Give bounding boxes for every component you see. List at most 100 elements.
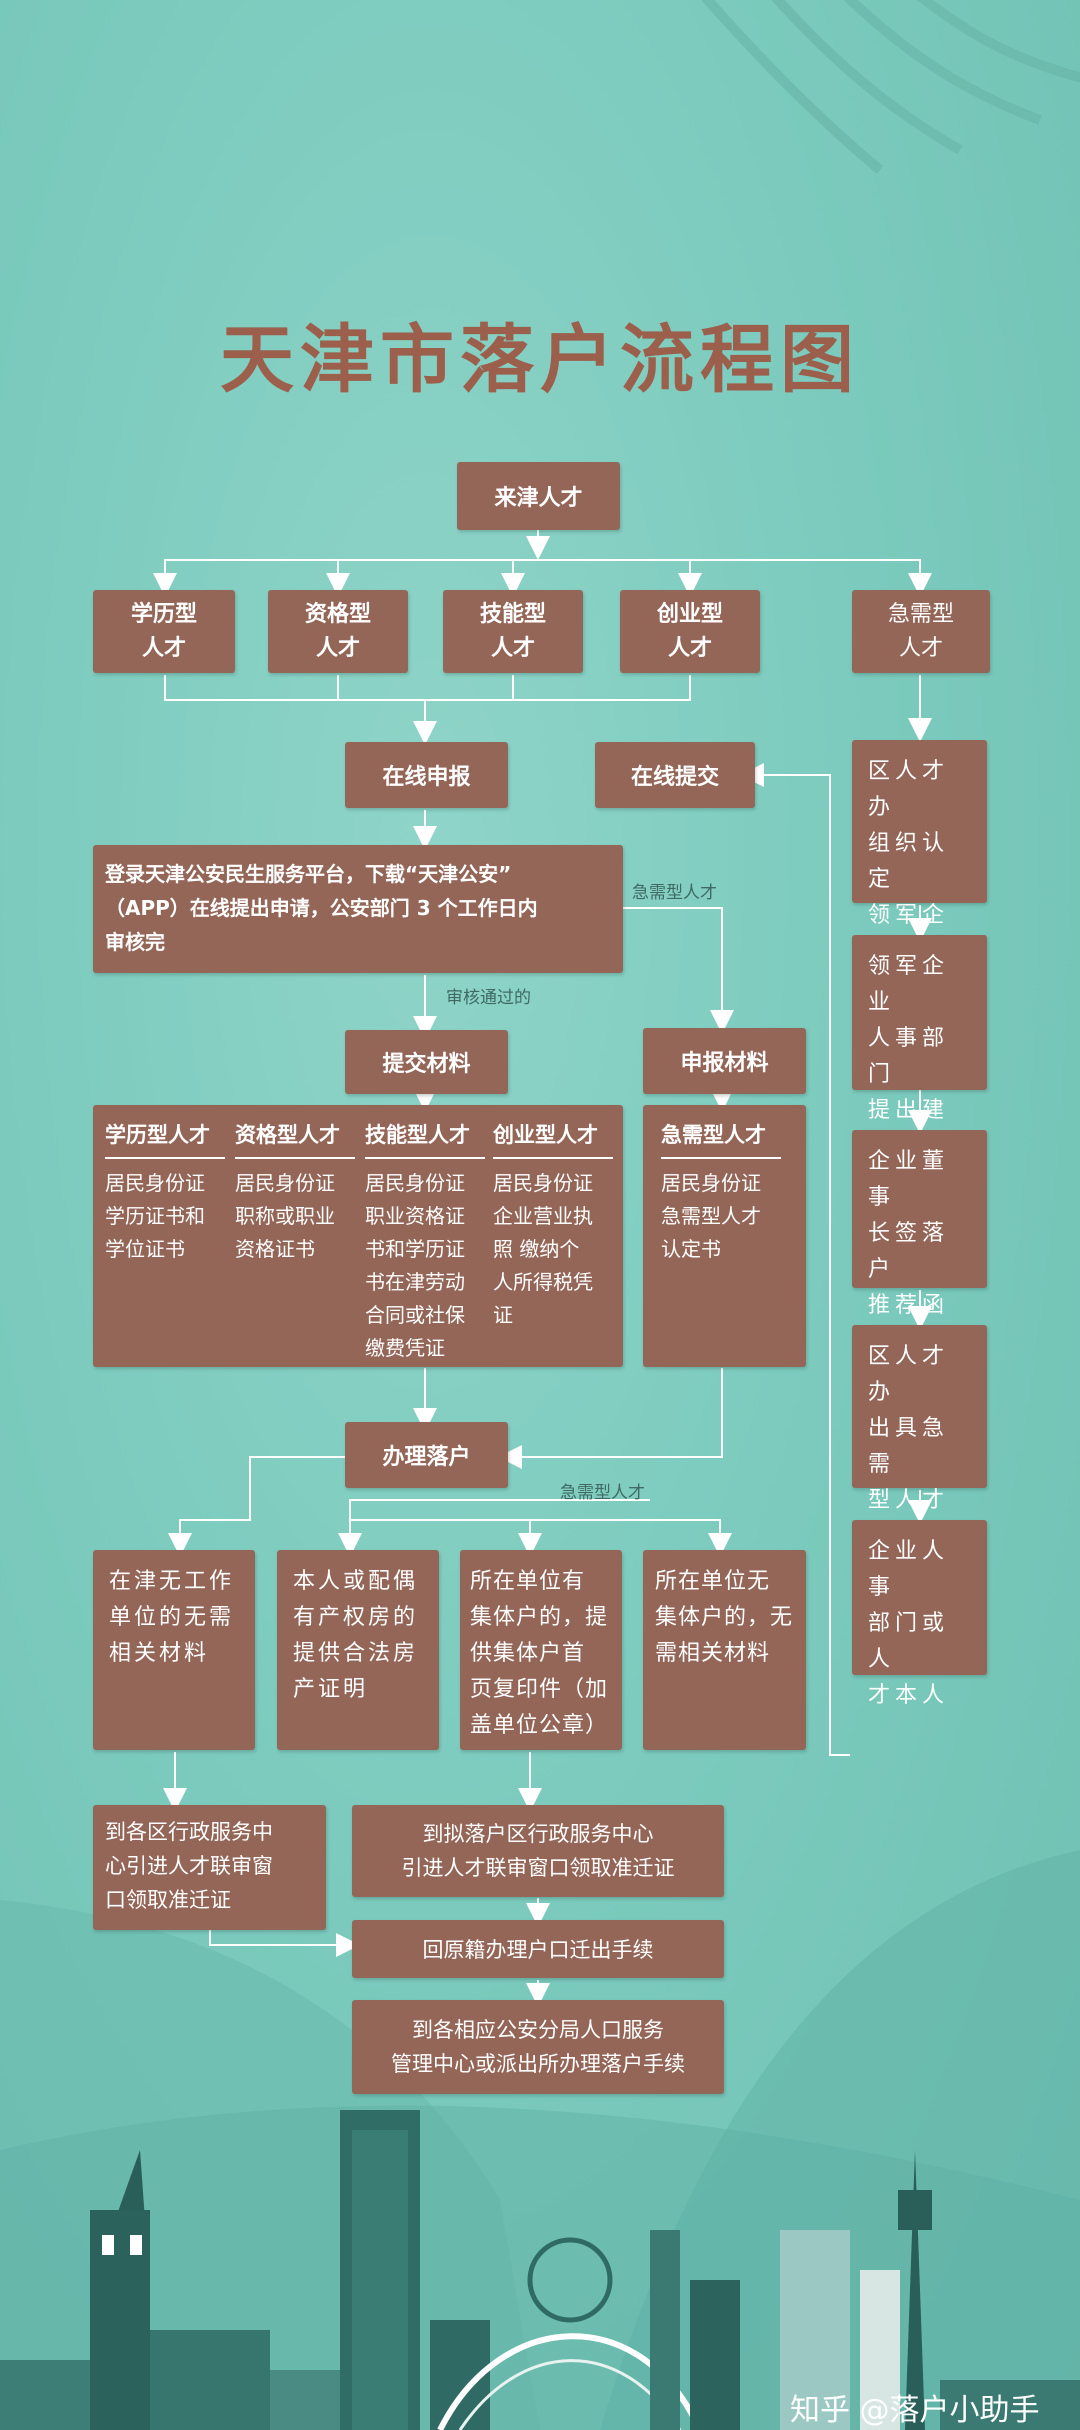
settle-option-1: 在津无工作 单位的无需 相关材料 (93, 1550, 255, 1750)
step-line: 企业董事 (868, 1149, 950, 1210)
option-line: 单位的无需 (109, 1605, 235, 1630)
step-line: 企业人事 (868, 1539, 950, 1600)
divider (661, 1157, 781, 1159)
material-line: 认定书 (661, 1237, 721, 1261)
step-line: 口领取准迁证 (105, 1888, 231, 1912)
node-online-submit: 在线提交 (595, 742, 755, 808)
material-title: 学历型人才 (105, 1123, 210, 1147)
materials-skill: 技能型人才 居民身份证 职业资格证 书和学历证 书在津劳动 合同或社保 缴费凭证 (365, 1119, 485, 1365)
node-label: 人才 (315, 635, 360, 661)
node-login-platform: 登录天津公安民生服务平台，下载“天津公安” （APP）在线提出申请，公安部门 3… (93, 845, 623, 973)
step-line: 到拟落户区行政服务中心 (422, 1822, 654, 1846)
option-line: 盖单位公章） (470, 1713, 609, 1738)
material-line: 职业资格证 (365, 1204, 465, 1228)
step-line: 长签落户 (868, 1221, 950, 1282)
node-label: 办理落户 (382, 1445, 471, 1470)
option-line: 集体户的，提 (470, 1605, 609, 1630)
urgent-step-2: 领军企业 人事部门 提出建议 名单 (852, 935, 987, 1195)
material-line: 合同或社保 (365, 1303, 465, 1327)
material-line: 居民身份证 (365, 1171, 465, 1195)
step-line: 出具急需 (868, 1416, 950, 1477)
top-decoration (700, 0, 1080, 174)
urgent-step-1: 区人才办 组织认定 领军企业 资格 (852, 740, 987, 1000)
material-title: 创业型人才 (493, 1123, 598, 1147)
materials-grid: 学历型人才 居民身份证 学历证书和 学位证书 资格型人才 居民身份证 职称或职业… (93, 1105, 623, 1367)
node-declare-materials: 申报材料 (643, 1028, 806, 1094)
divider (365, 1157, 485, 1159)
branch-categories (164, 559, 921, 582)
step-hukou-transfer-out: 回原籍办理户口迁出手续 (352, 1920, 724, 1978)
note-urgent-talent-2: 急需型人才 (560, 1483, 645, 1503)
node-category-qualification: 资格型 人才 (268, 590, 408, 673)
node-submit-materials: 提交材料 (345, 1030, 508, 1094)
node-category-education: 学历型 人才 (93, 590, 235, 673)
option-line: 集体户的，无 (655, 1605, 794, 1630)
node-label: 申报材料 (680, 1051, 769, 1076)
login-line-3: 审核完 (105, 930, 165, 954)
merge-categories (164, 675, 691, 701)
node-label: 来津人才 (494, 486, 583, 511)
divider (493, 1157, 613, 1159)
node-handle-settle: 办理落户 (345, 1422, 508, 1488)
step-line: 人事部门 (868, 1026, 950, 1087)
step-line: 推荐函 (868, 1293, 950, 1318)
note-urgent-talent: 急需型人才 (632, 883, 717, 903)
node-label: 人才 (490, 635, 535, 661)
node-label: 人才 (667, 635, 712, 661)
material-title: 技能型人才 (365, 1123, 470, 1147)
divider (235, 1157, 355, 1159)
option-line: 所在单位无 (655, 1569, 771, 1594)
material-line: 学位证书 (105, 1237, 185, 1261)
option-line: 需相关材料 (655, 1641, 771, 1666)
material-line: 居民身份证 (661, 1171, 761, 1195)
node-label: 在线提交 (630, 765, 719, 790)
step-mid-district-center: 到拟落户区行政服务中心 引进人才联审窗口领取准迁证 (352, 1805, 724, 1897)
node-label: 急需型 (887, 601, 954, 627)
urgent-step-3: 企业董事 长签落户 推荐函 (852, 1130, 987, 1318)
option-line: 所在单位有 (470, 1569, 586, 1594)
materials-entrepreneur: 创业型人才 居民身份证 企业营业执 照 缴纳个 人所得税凭 证 (493, 1119, 613, 1332)
material-line: 人所得税凭 (493, 1270, 593, 1294)
step-line: 管理中心或派出所办理落户手续 (391, 2052, 685, 2076)
option-line: 提供合法房 (293, 1641, 419, 1666)
step-line: 区人才办 (868, 759, 950, 820)
material-line: 学历证书和 (105, 1204, 205, 1228)
node-category-urgent: 急需型 人才 (852, 590, 990, 673)
material-line: 照 缴纳个 (493, 1237, 580, 1261)
node-label: 提交材料 (382, 1052, 471, 1077)
settle-option-2: 本人或配偶 有产权房的 提供合法房 产证明 (277, 1550, 439, 1750)
step-line: 才本人 (868, 1683, 950, 1708)
materials-urgent: 急需型人才 居民身份证 急需型人才 认定书 (643, 1105, 806, 1367)
node-label: 技能型 (479, 601, 546, 627)
city-skyline (0, 2110, 1080, 2430)
option-line: 产证明 (293, 1677, 369, 1702)
material-title: 资格型人才 (235, 1123, 340, 1147)
step-line: 回原籍办理户口迁出手续 (422, 1938, 654, 1962)
material-line: 职称或职业 (235, 1204, 335, 1228)
node-online-apply: 在线申报 (345, 742, 508, 808)
node-talent-in-tianjin: 来津人才 (457, 462, 620, 530)
node-category-skill: 技能型 人才 (443, 590, 583, 673)
login-line-1: 登录天津公安民生服务平台，下载“天津公安” (105, 862, 512, 886)
settle-option-3: 所在单位有 集体户的，提 供集体户首 页复印件（加 盖单位公章） (460, 1550, 622, 1750)
node-label: 创业型 (656, 601, 723, 627)
material-line: 资格证书 (235, 1237, 315, 1261)
material-line: 缴费凭证 (365, 1336, 445, 1360)
materials-urgent-col: 急需型人才 居民身份证 急需型人才 认定书 (661, 1119, 781, 1266)
materials-education: 学历型人才 居民身份证 学历证书和 学位证书 (105, 1119, 225, 1266)
step-line: 部门或人 (868, 1611, 950, 1672)
material-line: 书和学历证 (365, 1237, 465, 1261)
step-line: 区人才办 (868, 1344, 950, 1405)
material-line: 居民身份证 (493, 1171, 593, 1195)
divider (105, 1157, 225, 1159)
option-line: 在津无工作 (109, 1569, 235, 1594)
material-line: 企业营业执 (493, 1204, 593, 1228)
step-line: 领军企业 (868, 954, 950, 1015)
materials-qualification: 资格型人才 居民身份证 职称或职业 资格证书 (235, 1119, 355, 1266)
material-line: 证 (493, 1303, 513, 1327)
option-line: 供集体户首 (470, 1641, 586, 1666)
option-line: 有产权房的 (293, 1605, 419, 1630)
